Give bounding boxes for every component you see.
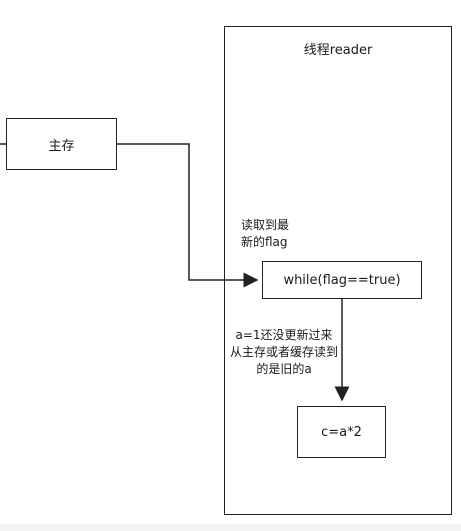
calc-label: c=a*2: [321, 424, 362, 440]
read-note-line: 读取到最: [241, 218, 290, 232]
main-memory-label: 主存: [48, 138, 75, 154]
thread-title: 线程reader: [303, 43, 373, 58]
stale-note-line: a=1还没更新过来: [235, 328, 333, 342]
while-loop-label: while(flag==true): [283, 272, 401, 288]
stale-value-note: a=1还没更新过来 从主存或者缓存读到 的是旧的a: [224, 327, 344, 378]
thread-reader-frame: 线程reader: [224, 26, 452, 515]
stale-note-line: 从主存或者缓存读到: [229, 345, 338, 359]
read-latest-flag-note: 读取到最 新的flag: [241, 217, 289, 251]
bottom-divider: [0, 524, 461, 531]
calc-box: c=a*2: [297, 406, 386, 458]
read-note-line: 新的flag: [241, 235, 288, 249]
main-memory-box: 主存: [6, 118, 117, 170]
stale-note-line: 的是旧的a: [256, 362, 312, 376]
main-to-while-arrow: [116, 143, 259, 288]
while-loop-box: while(flag==true): [262, 261, 422, 299]
